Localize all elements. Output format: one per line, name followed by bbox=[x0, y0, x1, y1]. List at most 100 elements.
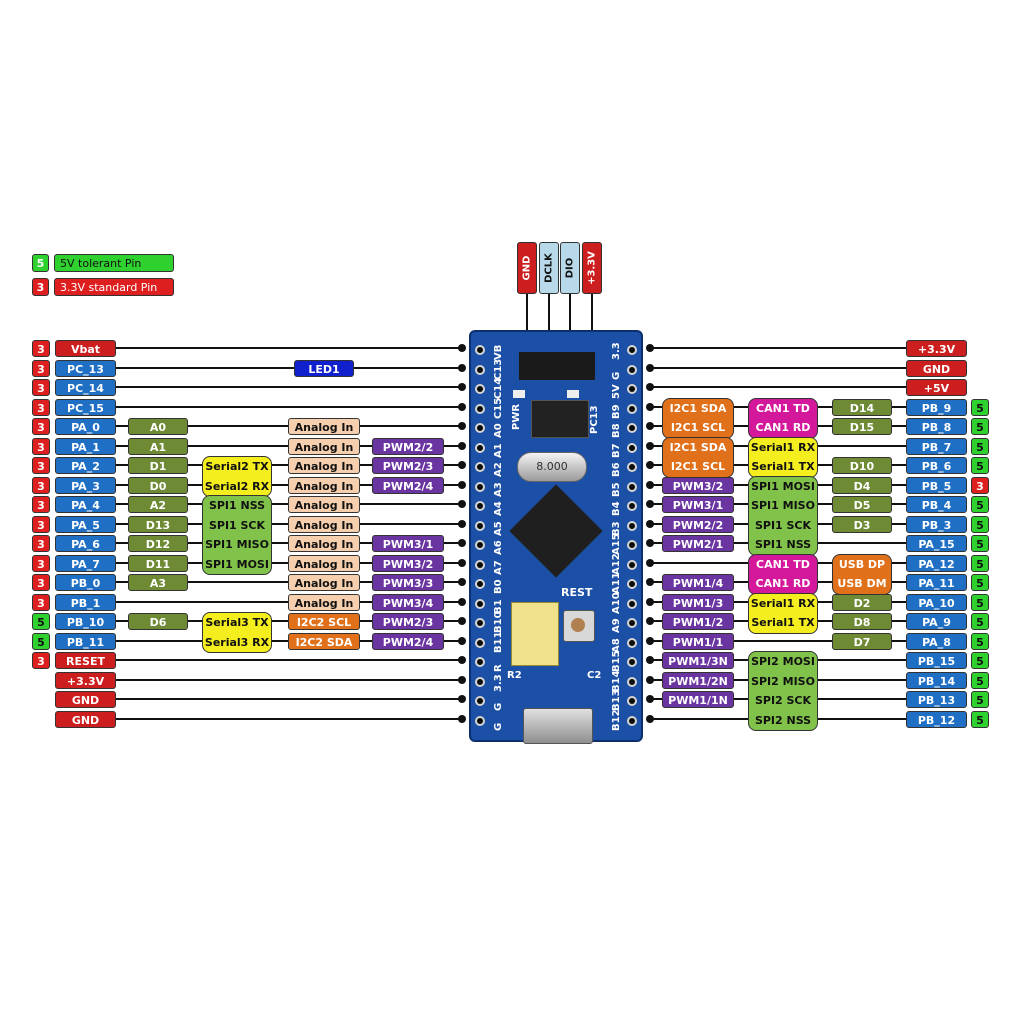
arduino-label: D6 bbox=[128, 613, 188, 630]
left-wire-end bbox=[458, 539, 466, 547]
left-wire-end bbox=[458, 402, 466, 411]
left-wire-end bbox=[458, 480, 466, 489]
pin-hole bbox=[475, 345, 485, 355]
pwm-label: PWM2/1 bbox=[662, 535, 734, 552]
pc13-silk: PC13 bbox=[589, 405, 600, 434]
serial-group-item: Serial2 TX bbox=[205, 460, 269, 473]
pwm-label: PWM2/4 bbox=[372, 476, 444, 494]
i2c-group: I2C1 SDA I2C1 SCL bbox=[662, 397, 734, 439]
left-silk-label: VB bbox=[493, 344, 504, 360]
pwm-label: PWM1/2 bbox=[662, 613, 734, 630]
left-wire-end bbox=[458, 617, 466, 625]
usb-connector[interactable] bbox=[523, 708, 593, 744]
pwm-label: PWM3/4 bbox=[372, 593, 444, 611]
left-wire-end bbox=[458, 363, 466, 372]
pin-hole bbox=[627, 715, 637, 726]
tolerance-badge: 3 bbox=[32, 476, 50, 494]
right-wire-end bbox=[646, 558, 654, 567]
arduino-label: D15 bbox=[832, 418, 892, 435]
pwm-label: PWM1/1 bbox=[662, 632, 734, 650]
pin-hole bbox=[627, 501, 637, 511]
pin-label: PA_2 bbox=[55, 457, 116, 474]
pin-hole bbox=[475, 481, 485, 492]
pwm-label: PWM3/1 bbox=[372, 535, 444, 552]
left-wire-end bbox=[458, 383, 466, 391]
pwm-label: PWM3/1 bbox=[662, 496, 734, 513]
analog-label: Analog In bbox=[288, 593, 360, 611]
header-wire bbox=[569, 294, 571, 350]
left-wire-end bbox=[458, 636, 466, 645]
pwm-label: PWM2/3 bbox=[372, 613, 444, 630]
legend-tolerant-text: 5V tolerant Pin bbox=[54, 254, 174, 272]
header-wire bbox=[526, 294, 528, 350]
left-silk-label: C15 bbox=[493, 397, 504, 419]
i2c-group-item: I2C1 SDA bbox=[669, 401, 727, 415]
pwm-label: PWM3/3 bbox=[372, 574, 444, 591]
usb-group-item: USB DM bbox=[837, 577, 887, 590]
arduino-label: D14 bbox=[832, 398, 892, 416]
pin-hole bbox=[475, 423, 485, 433]
tolerance-badge: 5 bbox=[971, 554, 989, 572]
tolerance-badge: 3 bbox=[32, 437, 50, 455]
spi-group-item: SPI2 NSS bbox=[754, 713, 812, 727]
spi-group-item: SPI1 NSS bbox=[754, 538, 812, 551]
left-wire bbox=[116, 659, 462, 661]
pin-label: +3.3V bbox=[906, 340, 967, 357]
pin-label: PB_3 bbox=[906, 515, 967, 533]
tolerance-badge: 3 bbox=[32, 418, 50, 435]
pwm-label: PWM1/4 bbox=[662, 574, 734, 591]
pin-hole bbox=[627, 559, 637, 570]
tolerance-badge: 5 bbox=[971, 535, 989, 552]
analog-label: Analog In bbox=[288, 574, 360, 591]
pin-label: +5V bbox=[906, 379, 967, 396]
top-header-text: GND bbox=[521, 255, 533, 281]
top-header-label: GND bbox=[517, 242, 537, 294]
i2c-group-item: I2C1 SCL bbox=[670, 421, 726, 434]
tolerance-badge: 3 bbox=[971, 476, 989, 494]
tolerance-badge: 3 bbox=[32, 340, 50, 357]
can-group-item: CAN1 TD bbox=[756, 557, 810, 571]
pwm-label: PWM1/3N bbox=[662, 652, 734, 669]
pin-hole bbox=[627, 579, 637, 589]
pin-hole bbox=[627, 657, 637, 667]
usb-group-item: USB DP bbox=[838, 557, 886, 571]
spi-group-item: SPI1 NSS bbox=[208, 499, 266, 512]
tolerance-badge: 3 bbox=[32, 398, 50, 416]
mcu-chip bbox=[509, 484, 603, 578]
right-wire-end bbox=[646, 578, 654, 586]
pin-label: PB_6 bbox=[906, 457, 967, 474]
spi-group-item: SPI1 SCK bbox=[754, 518, 812, 532]
tolerance-badge: 5 bbox=[971, 515, 989, 533]
left-wire bbox=[116, 717, 462, 720]
pin-hole bbox=[627, 598, 637, 609]
left-silk-label: A5 bbox=[493, 520, 504, 536]
left-wire-end bbox=[458, 597, 466, 606]
arduino-label: D10 bbox=[832, 457, 892, 474]
arduino-label: D0 bbox=[128, 476, 188, 494]
c2-silk: C2 bbox=[587, 670, 602, 681]
left-wire bbox=[116, 698, 462, 700]
pin-label: PB_10 bbox=[55, 613, 116, 630]
right-wire-end bbox=[646, 461, 654, 469]
tolerance-badge: 5 bbox=[971, 593, 989, 611]
legend-standard-text: 3.3V standard Pin bbox=[54, 278, 174, 296]
pin-hole bbox=[627, 403, 637, 414]
top-header-text: +3.3V bbox=[586, 251, 597, 285]
tolerance-badge: 3 bbox=[32, 652, 50, 669]
pin-label: GND bbox=[55, 691, 116, 708]
i2c-label: I2C2 SCL bbox=[288, 613, 360, 630]
serial-group-item: Serial1 TX bbox=[751, 460, 815, 473]
pwm-label: PWM2/4 bbox=[372, 632, 444, 650]
left-wire-end bbox=[458, 558, 466, 567]
pwm-label: PWM2/2 bbox=[372, 437, 444, 455]
legend-standard-num: 3 bbox=[32, 278, 49, 296]
i2c-group-item: I2C1 SCL bbox=[670, 460, 726, 473]
tolerance-badge: 5 bbox=[971, 574, 989, 591]
pin-hole bbox=[627, 442, 637, 453]
left-silk-label: C14 bbox=[493, 377, 504, 399]
pin-hole bbox=[475, 696, 485, 706]
rest-silk: REST bbox=[561, 586, 593, 599]
reset-button[interactable] bbox=[563, 610, 595, 642]
